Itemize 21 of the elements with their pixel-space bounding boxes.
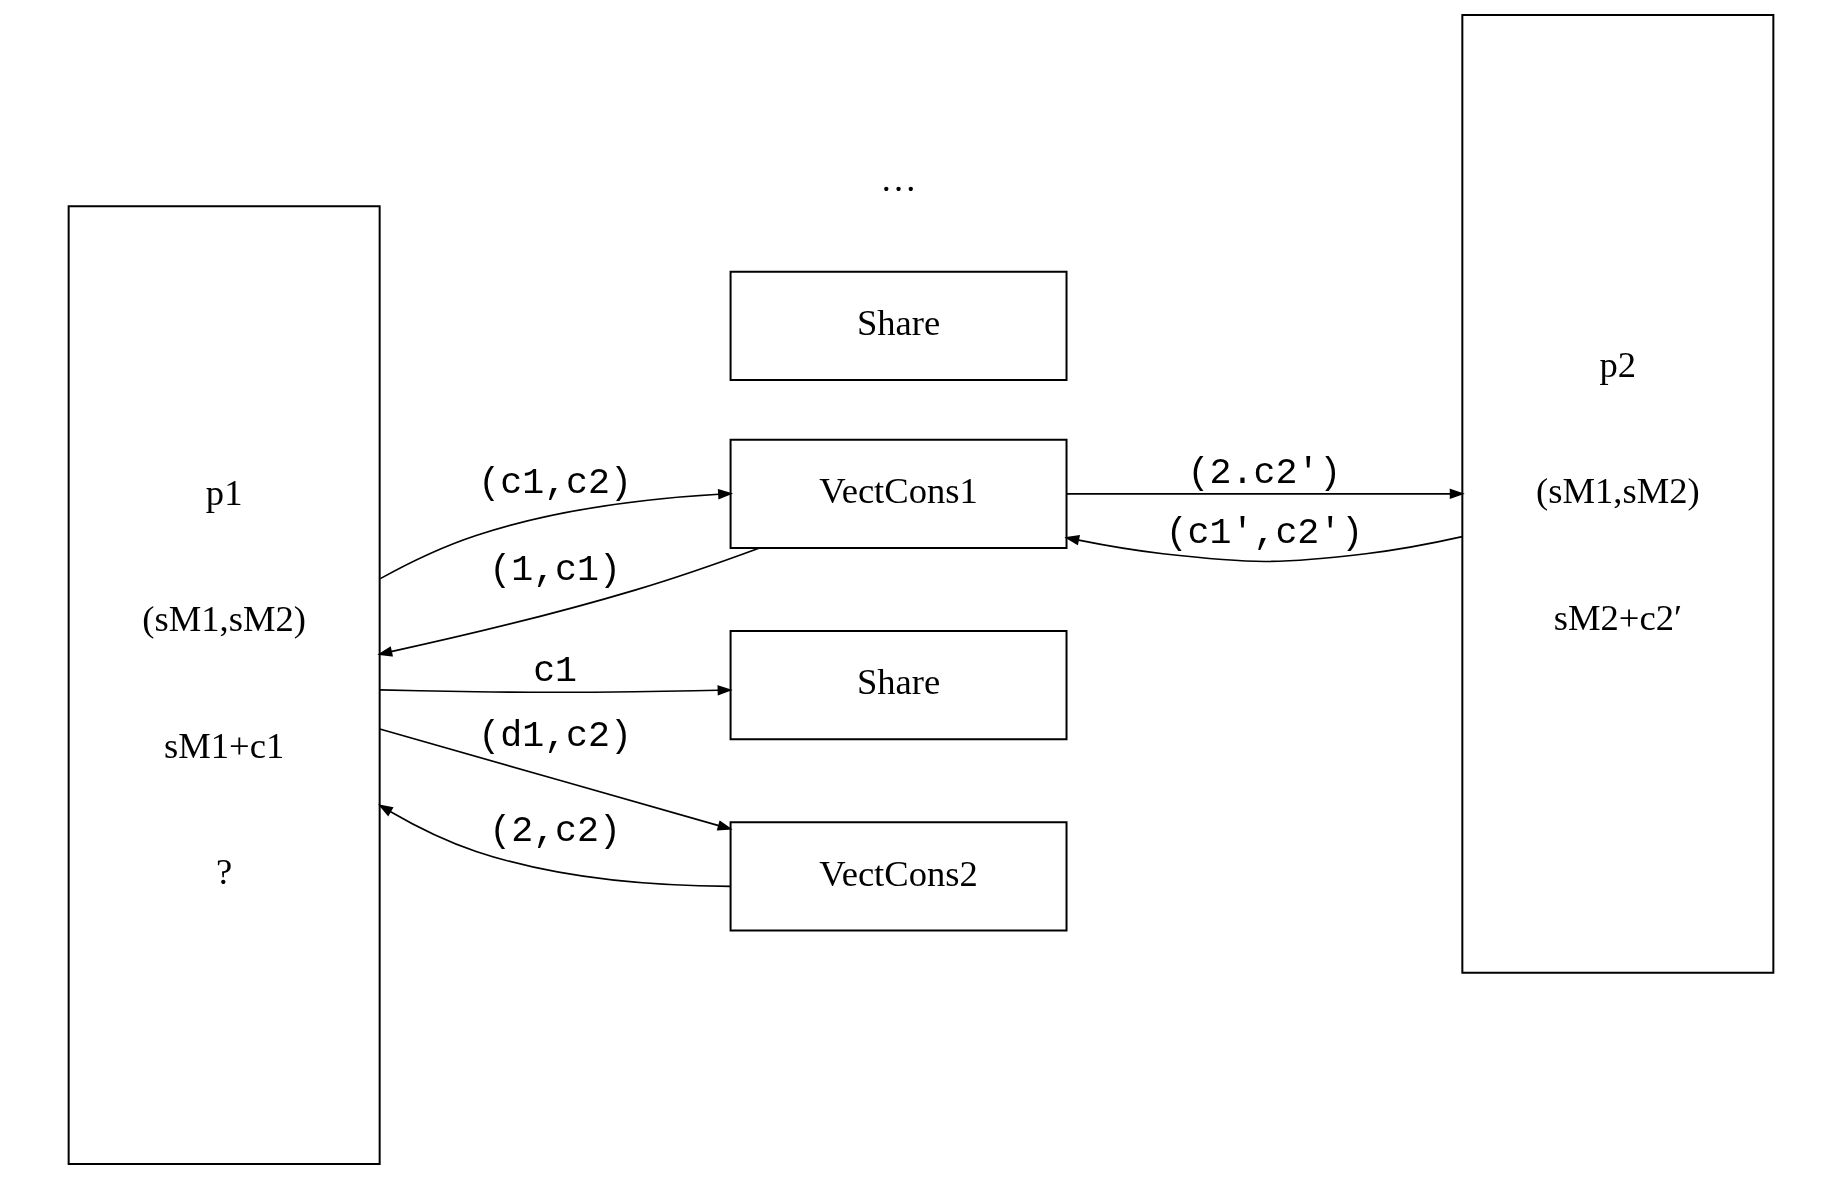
- arrow: [376, 547, 760, 657]
- label: …: [879, 157, 917, 199]
- node-box: VectCons1: [729, 438, 1067, 549]
- arrow: [378, 489, 733, 580]
- edge-label: (d1,c2): [477, 716, 632, 757]
- arrow: [1063, 535, 1463, 563]
- node-box: p1 (sM1,sM2) sM1+c1 ?: [67, 205, 381, 1166]
- edge-label: (2.c2′): [1187, 453, 1341, 495]
- node-box: Share: [729, 630, 1067, 741]
- node-box: VectCons2: [729, 821, 1067, 932]
- edge-label: (2,c2): [488, 810, 621, 852]
- node-box: p2 (sM1,sM2) sM2+c2′: [1460, 13, 1774, 974]
- arrow: [378, 685, 733, 696]
- node-box: Share: [729, 270, 1067, 381]
- arrow: [1065, 488, 1465, 500]
- arrow: [377, 804, 731, 888]
- edge-label: c1: [532, 651, 577, 693]
- edge-label: (1,c1): [488, 549, 621, 591]
- edge-label: (c1′,c2′): [1165, 513, 1363, 555]
- edge-label: (c1,c2): [477, 463, 632, 505]
- arrow: [378, 728, 733, 831]
